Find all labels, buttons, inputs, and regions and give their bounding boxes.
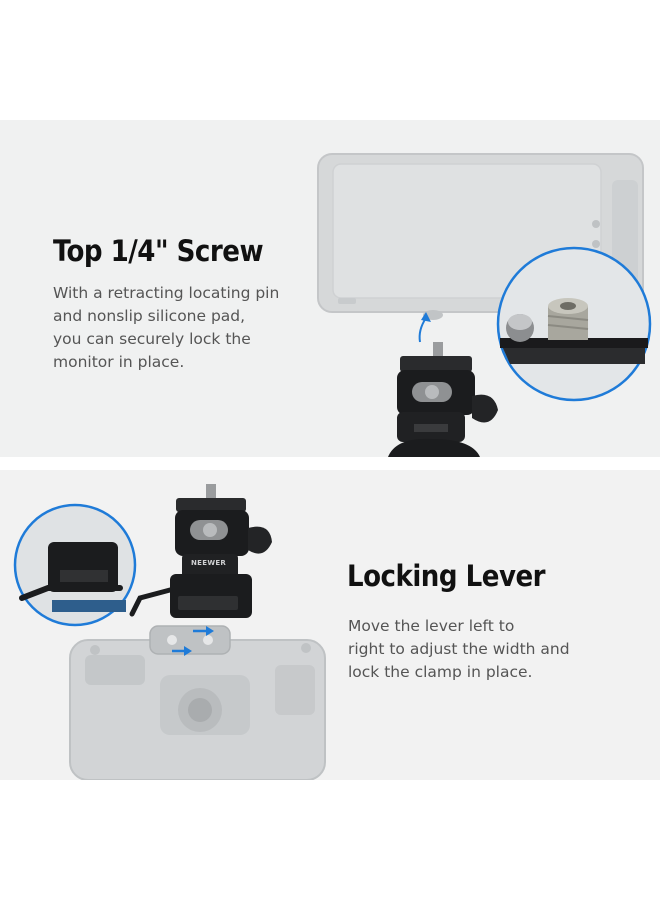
mount-logo-top: NEEWER: [191, 559, 227, 567]
section-description: Move the lever left to right to adjust t…: [348, 617, 570, 681]
lever-zoom-circle: [13, 503, 137, 627]
locking-lever-panel: NEEWER Locking Lever Move the lever left…: [0, 470, 660, 780]
section-title: Locking Lever: [347, 559, 546, 593]
zoom-detail-circle: [496, 246, 652, 402]
mount-head: [388, 342, 498, 457]
section-title: Top 1/4" Screw: [53, 234, 264, 268]
lever-illustration: [13, 484, 326, 780]
camera-cage-image: [69, 639, 326, 780]
top-screw-panel: Top 1/4" Screw With a retracting locatin…: [0, 120, 660, 457]
section-description: With a retracting locating pin and nonsl…: [53, 284, 280, 371]
monitor-mount-illustration: [317, 153, 652, 457]
slide-arrow-icon: [172, 626, 214, 656]
up-arrow-icon: [418, 312, 431, 343]
mount-assembly: [129, 484, 272, 618]
